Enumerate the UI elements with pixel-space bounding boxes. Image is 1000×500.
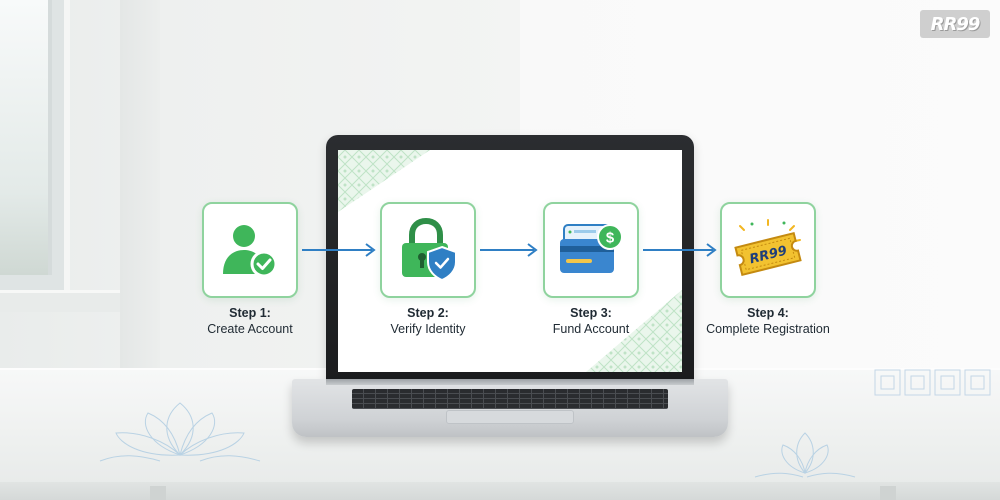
screen-pattern-icon [338, 150, 682, 372]
window-sill [0, 290, 120, 312]
step-4-title: Step 4: [747, 306, 789, 320]
window-pane [0, 0, 52, 275]
ticket-icon: RR99 [734, 219, 802, 277]
arrow-right-icon [480, 243, 538, 257]
laptop-hinge [326, 379, 694, 385]
arrow-right-icon [643, 243, 717, 257]
step-3-title: Step 3: [570, 306, 612, 320]
desk-edge [0, 482, 1000, 500]
step-1-card [202, 202, 298, 298]
geometric-pattern-icon [874, 369, 991, 396]
brand-logo: RR99 [920, 10, 990, 38]
lotus-pattern-icon [99, 402, 261, 462]
svg-text:$: $ [606, 230, 615, 247]
step-3-label: Fund Account [552, 322, 630, 336]
user-check-icon [223, 225, 278, 278]
window [0, 0, 70, 310]
card-dollar-icon: $ [560, 224, 623, 273]
keyboard [352, 389, 668, 409]
desk-leg [880, 486, 896, 500]
step-2-label: Verify Identity [390, 322, 466, 336]
step-1-label: Create Account [207, 322, 293, 336]
step-4-card: RR99 [720, 202, 816, 298]
step-2-title: Step 2: [407, 306, 449, 320]
step-3-card: $ [543, 202, 639, 298]
desk-leg [150, 486, 166, 500]
step-1-title: Step 1: [229, 306, 271, 320]
lotus-pattern-icon [754, 432, 856, 478]
step-2-card [380, 202, 476, 298]
trackpad [446, 410, 574, 424]
step-4-label: Complete Registration [706, 322, 830, 336]
wall-pillar [120, 0, 160, 380]
padlock-shield-icon [402, 217, 457, 282]
arrow-right-icon [302, 243, 376, 257]
